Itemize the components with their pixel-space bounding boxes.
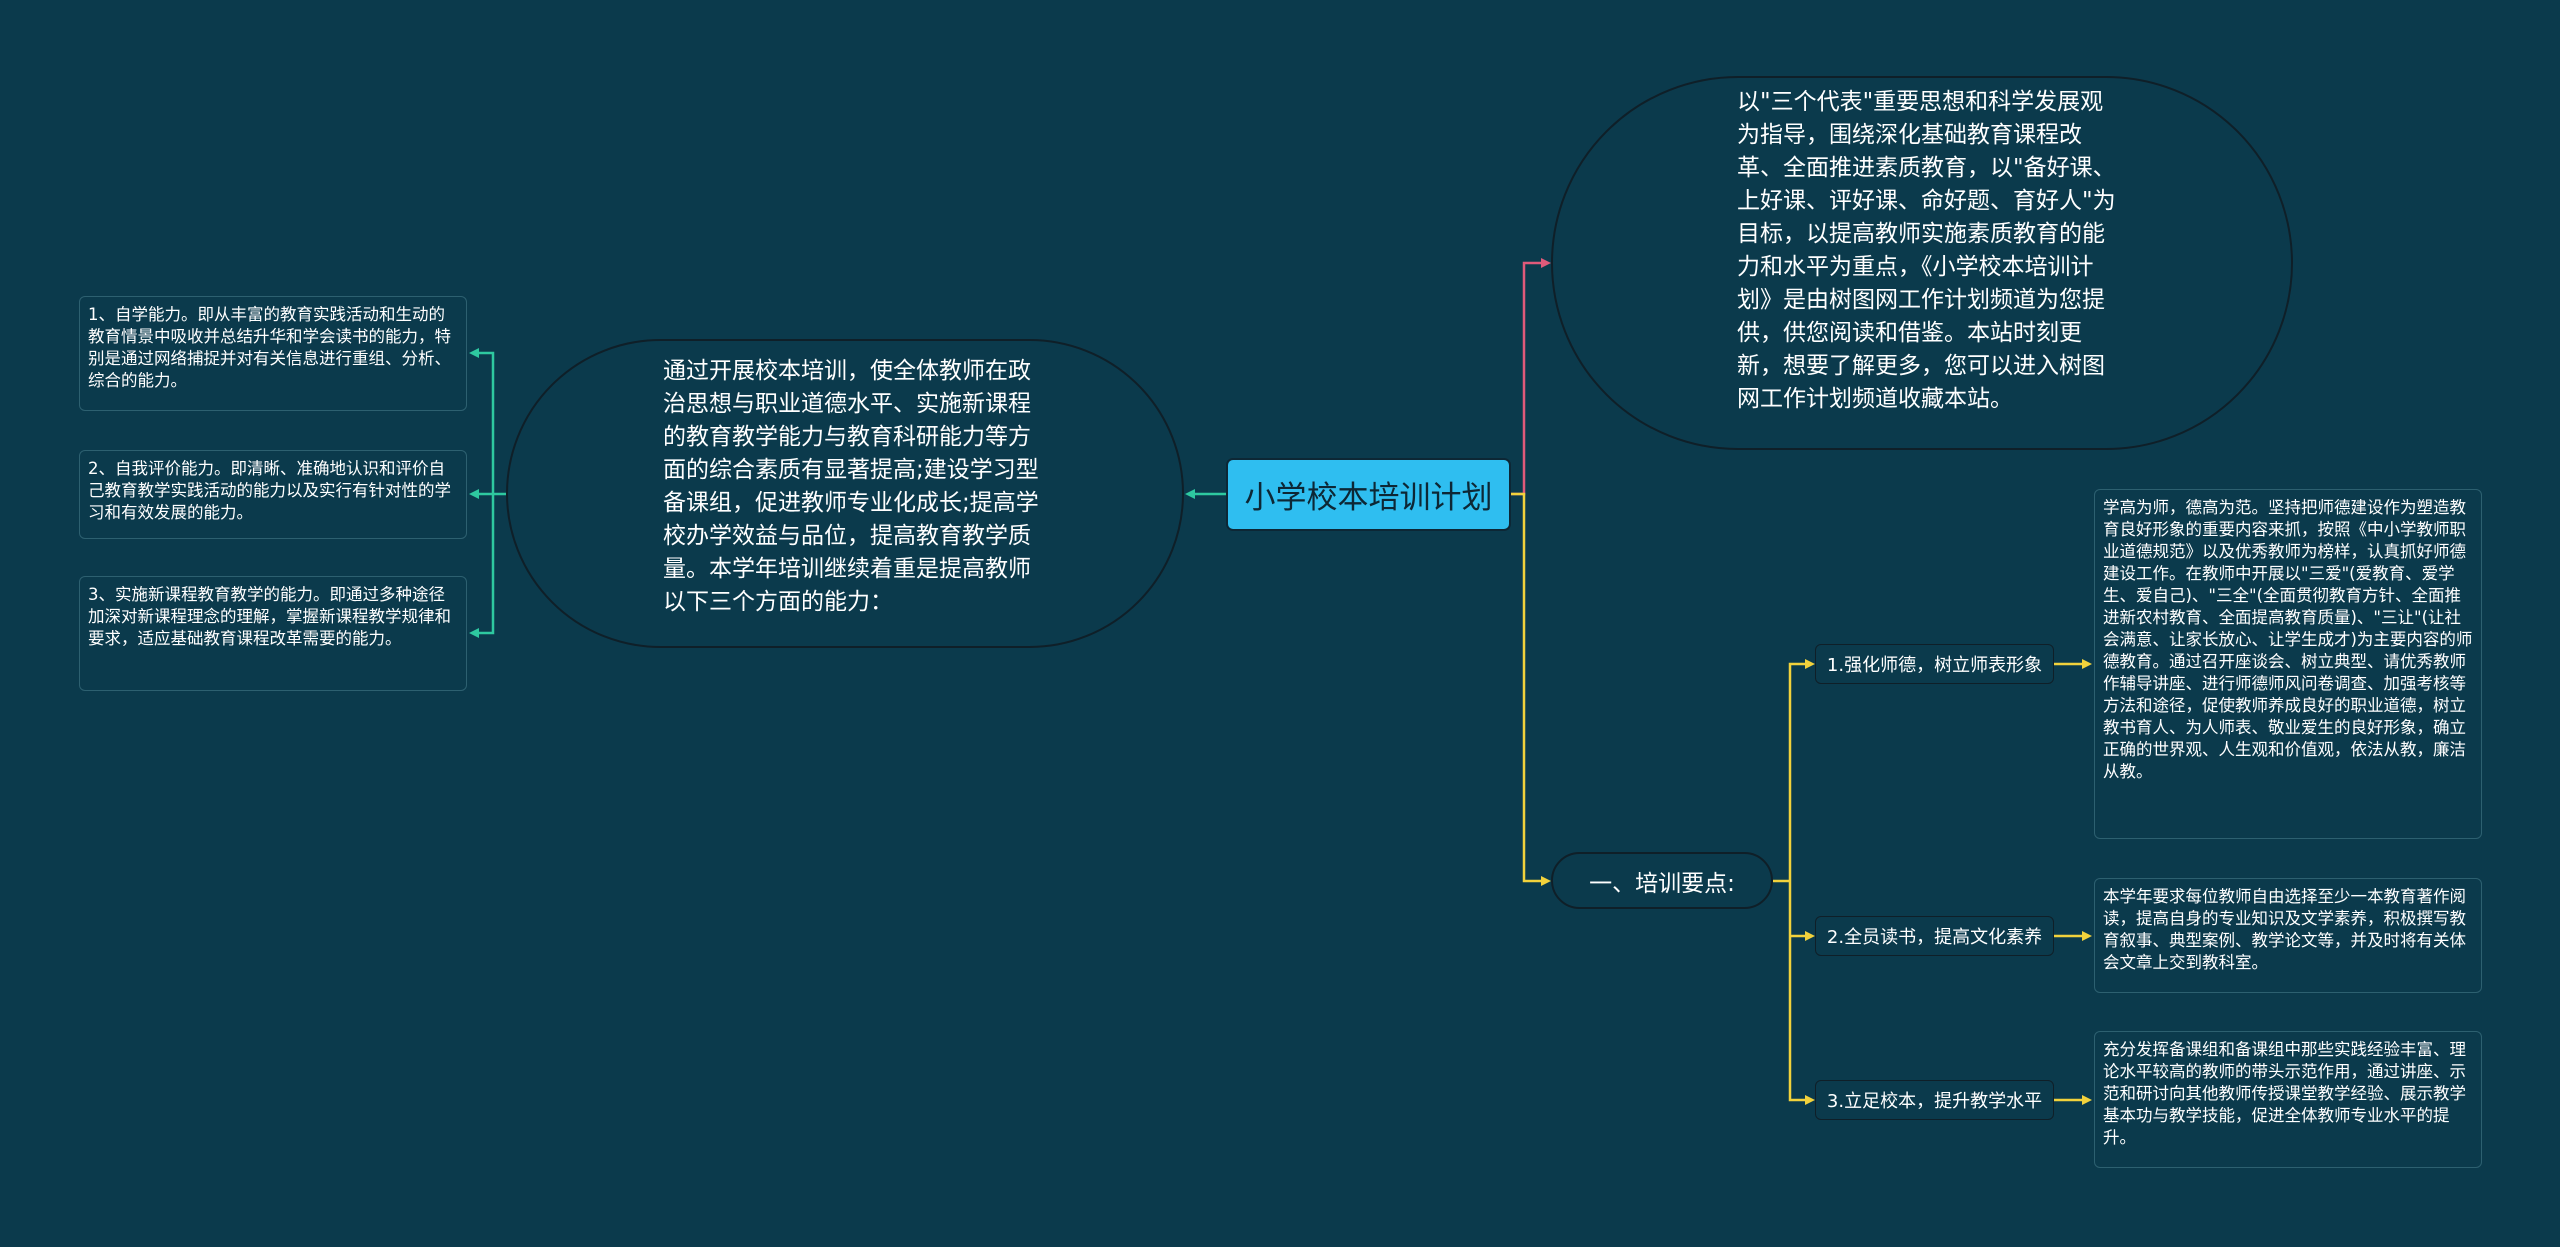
left-child-2[interactable]: 2、自我评价能力。即清晰、准确地认识和评价自己教育教学实践活动的能力以及实行有针…: [79, 450, 467, 539]
arrow-head: [2082, 1095, 2092, 1105]
training-item-3[interactable]: 3.立足校本，提升教学水平: [1815, 1080, 2054, 1120]
arrow-head: [1185, 489, 1195, 499]
right-top-node[interactable]: 以"三个代表"重要思想和科学发展观为指导，围绕深化基础教育课程改革、全面推进素质…: [1551, 76, 2293, 450]
training-item-3-detail-text: 充分发挥备课组和备课组中那些实践经验丰富、理论水平较高的教师的带头示范作用，通过…: [2103, 1040, 2466, 1147]
left-child-2-text: 2、自我评价能力。即清晰、准确地认识和评价自己教育教学实践活动的能力以及实行有针…: [88, 459, 451, 522]
arrow-head: [469, 489, 479, 499]
left-child-3[interactable]: 3、实施新课程教育教学的能力。即通过多种途径加深对新课程理念的理解，掌握新课程教…: [79, 576, 467, 691]
training-points-node[interactable]: 一、培训要点:: [1551, 852, 1773, 909]
root-node[interactable]: 小学校本培训计划: [1226, 458, 1511, 531]
link-root-top: [1511, 261, 1544, 496]
link-points-items: [1773, 662, 1808, 1102]
left-branch-text: 通过开展校本培训，使全体教师在政治思想与职业道德水平、实施新课程的教育教学能力与…: [663, 358, 1039, 615]
arrow-head: [2082, 931, 2092, 941]
arrow-head: [469, 348, 479, 358]
training-item-3-detail[interactable]: 充分发挥备课组和备课组中那些实践经验丰富、理论水平较高的教师的带头示范作用，通过…: [2094, 1031, 2482, 1168]
arrow-head: [1805, 931, 1815, 941]
left-child-3-text: 3、实施新课程教育教学的能力。即通过多种途径加深对新课程理念的理解，掌握新课程教…: [88, 585, 451, 648]
left-child-1-text: 1、自学能力。即从丰富的教育实践活动和生动的教育情景中吸收并总结升华和学会读书的…: [88, 305, 451, 390]
left-branch-node[interactable]: 通过开展校本培训，使全体教师在政治思想与职业道德水平、实施新课程的教育教学能力与…: [506, 339, 1184, 648]
left-child-1[interactable]: 1、自学能力。即从丰富的教育实践活动和生动的教育情景中吸收并总结升华和学会读书的…: [79, 296, 467, 411]
arrow-head: [1805, 1095, 1815, 1105]
training-item-1-label: 1.强化师德，树立师表形象: [1826, 655, 2043, 676]
link-left-children: [476, 351, 506, 635]
training-item-3-label: 3.立足校本，提升教学水平: [1826, 1091, 2043, 1112]
training-item-2-detail[interactable]: 本学年要求每位教师自由选择至少一本教育著作阅读，提高自身的专业知识及文学素养，积…: [2094, 878, 2482, 993]
training-item-1[interactable]: 1.强化师德，树立师表形象: [1815, 644, 2054, 684]
arrow-head: [2082, 659, 2092, 669]
arrow-head: [1805, 659, 1815, 669]
training-points-label: 一、培训要点:: [1589, 870, 1735, 897]
training-item-2-detail-text: 本学年要求每位教师自由选择至少一本教育著作阅读，提高自身的专业知识及文学素养，积…: [2103, 887, 2466, 972]
arrow-head: [1541, 876, 1551, 886]
training-item-1-detail[interactable]: 学高为师，德高为范。坚持把师德建设作为塑造教育良好形象的重要内容来抓，按照《中小…: [2094, 489, 2482, 839]
link-root-bottom: [1511, 492, 1544, 883]
right-top-text: 以"三个代表"重要思想和科学发展观为指导，围绕深化基础教育课程改革、全面推进素质…: [1737, 89, 2116, 412]
arrow-head: [1541, 258, 1551, 268]
arrow-head: [469, 628, 479, 638]
root-label: 小学校本培训计划: [1244, 480, 1493, 516]
training-item-2[interactable]: 2.全员读书，提高文化素养: [1815, 916, 2054, 956]
training-item-2-label: 2.全员读书，提高文化素养: [1826, 927, 2043, 948]
training-item-1-detail-text: 学高为师，德高为范。坚持把师德建设作为塑造教育良好形象的重要内容来抓，按照《中小…: [2103, 498, 2473, 781]
